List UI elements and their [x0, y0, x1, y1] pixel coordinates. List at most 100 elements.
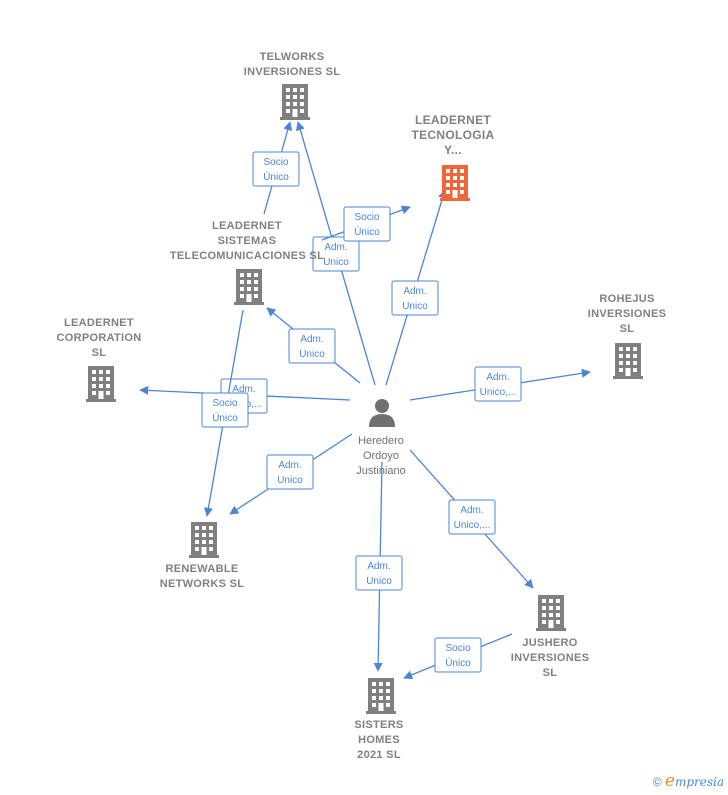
building-icon [86, 366, 116, 402]
relation-label-text: Adm. [403, 286, 426, 297]
building-icon [440, 165, 470, 201]
relation-label-box [474, 366, 522, 402]
relation-label[interactable]: Adm. Unico [355, 555, 403, 591]
node-label-line: ROHEJUS [599, 293, 654, 305]
company-node-sisters[interactable]: SISTERS HOMES 2021 SL [354, 678, 403, 761]
node-label-line: RENEWABLE [166, 563, 239, 575]
brand-initial: e [664, 771, 675, 791]
node-label-line: INVERSIONES [511, 652, 590, 664]
relation-label-text: Único [354, 225, 380, 238]
node-label-line: NETWORKS SL [160, 578, 245, 590]
company-node-jushero[interactable]: JUSHERO INVERSIONES SL [511, 595, 590, 679]
node-label-line: INVERSIONES [588, 308, 667, 320]
edge-person-to-rohejus: Adm. Unico,... [409, 366, 591, 402]
copyright-symbol: © [652, 775, 662, 789]
node-label-line: LEADERNET [212, 220, 282, 232]
node-label-line: Y... [444, 143, 462, 157]
relation-label-text: Adm. [278, 460, 301, 471]
brand-footer: © empresia [653, 771, 724, 791]
node-label-line: Ordoyo [363, 450, 399, 462]
relation-label-text: Adm. [367, 561, 390, 572]
relation-label-box [343, 206, 391, 242]
relation-label-box [266, 454, 314, 490]
relation-label-text: Adm. [232, 384, 255, 395]
relation-label-text: Socio [212, 398, 237, 409]
relation-label-text: Unico,... [480, 387, 517, 398]
relation-label[interactable]: Adm. Unico [266, 454, 314, 490]
company-node-renewable[interactable]: RENEWABLE NETWORKS SL [160, 522, 245, 590]
relation-label[interactable]: Adm. Unico [391, 280, 439, 316]
node-label-line: Justiniano [356, 465, 406, 477]
relation-label-text: Unico [277, 475, 303, 486]
company-node-leadernet-tec[interactable]: LEADERNETTECNOLOGIAY... [412, 113, 495, 201]
edge-person-to-renewable: Adm. Unico [229, 433, 353, 515]
node-label-line: TELWORKS [260, 51, 325, 63]
node-label-line: SL [92, 347, 107, 359]
edge-person-to-leadernet-tec: Adm. Unico [385, 189, 447, 386]
company-node-telworks[interactable]: TELWORKS INVERSIONES SL [244, 51, 341, 120]
building-icon [189, 522, 219, 558]
relation-label-box [448, 499, 496, 535]
building-icon [280, 84, 310, 120]
node-label-line: LEADERNET [415, 113, 491, 127]
node-label-line: INVERSIONES SL [244, 66, 341, 78]
relation-label-text: Adm. [486, 372, 509, 383]
relation-label-text: Unico [299, 349, 325, 360]
node-label-line: TECNOLOGIA [412, 128, 495, 142]
relation-label-text: Único [445, 656, 471, 669]
edge-person-to-telworks: Adm. Unico [295, 121, 376, 386]
node-label-line: LEADERNET [64, 317, 134, 329]
relation-label[interactable]: Adm. Unico,... [474, 366, 522, 402]
node-label-line: SL [543, 667, 558, 679]
node-label-line: JUSHERO [522, 637, 577, 649]
relation-label-text: Unico [323, 257, 349, 268]
relation-label[interactable]: Adm. Unico [312, 236, 360, 272]
relation-label-text: Socio [263, 157, 288, 168]
brand-name: mpresia [674, 775, 724, 789]
relation-label[interactable]: Adm. Unico [288, 328, 336, 364]
relation-label-text: Adm. [300, 334, 323, 345]
relation-label-text: Unico [402, 301, 428, 312]
edge-person-to-leadernet-sis: Adm. Unico [266, 307, 361, 384]
relation-label-text: Unico [366, 576, 392, 587]
company-node-rohejus[interactable]: ROHEJUS INVERSIONES SL [588, 293, 667, 379]
company-node-leadernet-corp[interactable]: LEADERNET CORPORATION SL [57, 317, 142, 402]
building-icon [613, 343, 643, 379]
building-icon [536, 595, 566, 631]
relation-label-box [288, 328, 336, 364]
node-label-line: 2021 SL [357, 749, 401, 761]
edge-person-to-sisters: Adm. Unico [355, 461, 403, 672]
node-label-line: CORPORATION [57, 332, 142, 344]
node-label-line: TELECOMUNICACIONES SL [170, 250, 324, 262]
relation-label-text: Socio [354, 212, 379, 223]
relation-label-text: Adm. [460, 505, 483, 516]
relation-label-text: Único [212, 411, 238, 424]
person-icon [369, 399, 395, 427]
node-label-line: SL [620, 323, 635, 335]
relation-label-box [434, 637, 482, 673]
relation-label-box [312, 236, 360, 272]
relation-label-text: Único [263, 170, 289, 183]
relation-label-box [355, 555, 403, 591]
edge-person-to-jushero: Adm. Unico,... [409, 449, 534, 589]
relation-label-box [252, 151, 300, 187]
relation-label-text: Adm. [324, 242, 347, 253]
relation-label-box [201, 392, 249, 428]
relation-label[interactable]: Adm. Unico,... [448, 499, 496, 535]
relation-label-text: Unico,... [454, 520, 491, 531]
node-label-line: Heredero [358, 435, 404, 447]
node-label-line: SISTERS [354, 719, 403, 731]
node-label-line: HOMES [358, 734, 400, 746]
relation-label-text: Socio [445, 643, 470, 654]
